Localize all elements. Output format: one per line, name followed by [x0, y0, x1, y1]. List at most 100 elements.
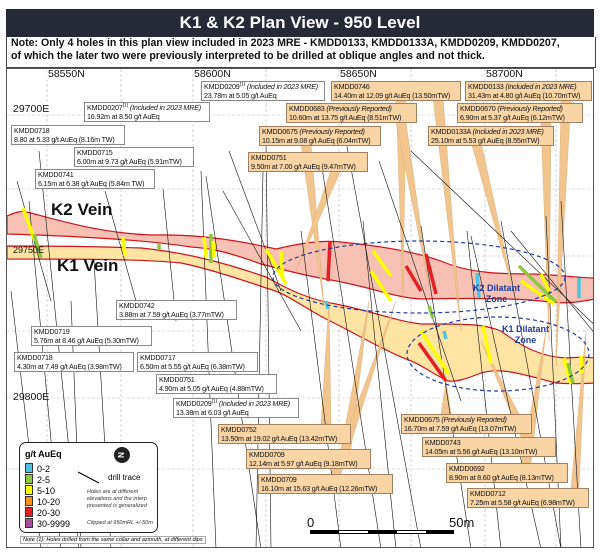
northing-label: 58550N [47, 68, 86, 80]
callout-header: KMDD0683 (Previously Reported) [289, 104, 414, 113]
legend-note: Holes are at different [87, 489, 139, 495]
hole-id: KMDD0712 [470, 489, 506, 498]
zone-label-line: Zone [514, 335, 537, 345]
callout-header: KMDD0209(1) (Included in 2023 MRE) [204, 82, 322, 91]
intercept-result: 6.00m at 9.73 g/t AuEq (5.91mTW) [77, 157, 182, 166]
callout-header: KMDD0718 [17, 353, 131, 362]
callout-header: KMDD0675 (Previously Reported) [404, 415, 529, 424]
callout-header: KMDD0712 [470, 489, 586, 498]
assay-intercept [279, 250, 285, 282]
drill-trace [378, 160, 462, 402]
legend-title: g/t AuEq [25, 449, 62, 459]
note-line-2: of which the later two were previously i… [11, 50, 485, 62]
intercept-result: 6.50m at 5.55 g/t AuEq (6.38mTW) [140, 362, 245, 371]
hole-id: KMDD0719 [34, 327, 70, 336]
hole-status: (Included in 2023 MRE) [246, 82, 318, 91]
callout-header: KMDD0718 [14, 126, 122, 135]
drillhole-callout: KMDD0670 (Previously Reported)6.90m at 5… [457, 103, 583, 123]
k1-vein-label: K1 Vein [57, 256, 119, 275]
drillhole-callout: KMDD0207(1) (Included in 2023 MRE)16.92m… [84, 102, 210, 122]
legend-class: 30-9999 [25, 518, 70, 529]
assay-intercept [442, 330, 448, 340]
assay-intercept [566, 362, 575, 384]
legend-class-label: 20-30 [37, 508, 61, 518]
assay-intercept [579, 355, 584, 374]
hole-id: KMDD0207 [87, 103, 123, 112]
callout-leader [540, 121, 552, 342]
callout-header: KMDD0133 (Included in 2023 MRE) [468, 82, 589, 91]
hole-id: KMDD0709 [249, 450, 285, 459]
legend-class: 5-10 [25, 485, 55, 496]
map-drawing [7, 69, 593, 547]
assay-intercept [32, 233, 43, 259]
legend-class: 2-5 [25, 474, 50, 485]
hole-id: KMDD0741 [38, 170, 74, 179]
hole-status: (Previously Reported) [299, 127, 365, 136]
zone-label-line: Zone [485, 294, 508, 304]
hole-status: (Previously Reported) [497, 104, 563, 113]
northing-label: 58600N [193, 68, 232, 80]
intercept-result: 5.76m at 8.46 g/t AuEq (5.30mTW) [34, 336, 139, 345]
hole-id: KMDD0715 [77, 148, 113, 157]
drillhole-callout: KMDD0675 (Previously Reported)10.15m at … [259, 126, 381, 146]
intercept-result: 3.88m at 7.59 g/t AuEq (3.77mTW) [119, 310, 224, 319]
assay-intercept [517, 264, 558, 304]
intercept-result: 31.43m at 4.80 g/t AuEq (10.70mTW) [468, 91, 581, 100]
callout-header: KMDD0715 [77, 148, 191, 157]
drill-trace [420, 225, 471, 547]
scale-end-label: 50m [449, 515, 475, 530]
hole-id: KMDD0718 [17, 353, 53, 362]
hole-id: KMDD0718 [14, 126, 50, 135]
legend-class-label: 0-2 [37, 464, 51, 474]
hole-status: (Included in 2023 MRE) [472, 127, 544, 136]
hole-id: KMDD0209 [176, 399, 212, 408]
intercept-result: 14.05m at 5.56 g/t AuEq (13.10mTW) [425, 447, 538, 456]
footnote-marker: (1) [239, 82, 246, 88]
assay-intercept [419, 330, 451, 375]
callout-header: KMDD0741 [38, 170, 152, 179]
intercept-result: 9.50m at 7.00 g/t AuEq (9.47mTW) [251, 162, 356, 171]
hole-id: KMDD0751 [251, 153, 287, 162]
legend-swatch [25, 474, 33, 484]
drillhole-callout: KMDD0133A (Included in 2023 MRE)25.10m a… [428, 126, 554, 146]
assay-intercept [121, 236, 127, 257]
legend-class-label: 10-20 [37, 497, 61, 507]
footnote-marker: (1) [211, 399, 218, 405]
assay-intercept [475, 272, 481, 299]
callout-header: KMDD0709 [249, 450, 368, 459]
northing-label: 58700N [485, 68, 524, 80]
callout-header: KMDD0752 [221, 425, 348, 434]
intercept-result: 4.30m at 7.49 g/t AuEq (3.98mTW) [17, 362, 122, 371]
callout-header: KMDD0751 [159, 375, 274, 384]
drill-trace [255, 170, 264, 547]
footnote-marker: (1) [122, 103, 129, 109]
assay-intercept [211, 240, 216, 258]
hole-id: KMDD0670 [460, 104, 496, 113]
legend-note: presented is generalized [87, 503, 147, 509]
drill-trace [228, 150, 282, 292]
hole-id: KMDD0743 [425, 438, 461, 447]
legend-class: 0-2 [25, 463, 51, 474]
intercept-result: 8.90m at 8.60 g/t AuEq (8.13mTW) [449, 473, 554, 482]
intercept-result: 10.60m at 13.75 g/t AuEq (8.51mTW) [289, 113, 402, 122]
k1-vein-shape [7, 245, 593, 385]
legend-class: 10-20 [25, 496, 61, 507]
plan-view-map: 58550N 58600N 58650N 58700N 29700E 29750… [6, 68, 594, 548]
assay-intercept [424, 253, 438, 295]
drill-trace [362, 220, 397, 547]
drill-trace [510, 230, 593, 332]
zone-label-line: K2 Dilatant [473, 283, 521, 293]
hole-id: KMDD0746 [334, 82, 370, 91]
hole-id: KMDD0209 [204, 82, 240, 91]
callout-header: KMDD0719 [34, 327, 149, 336]
hole-id: KMDD0717 [140, 353, 176, 362]
legend-class: 20-30 [25, 507, 61, 518]
